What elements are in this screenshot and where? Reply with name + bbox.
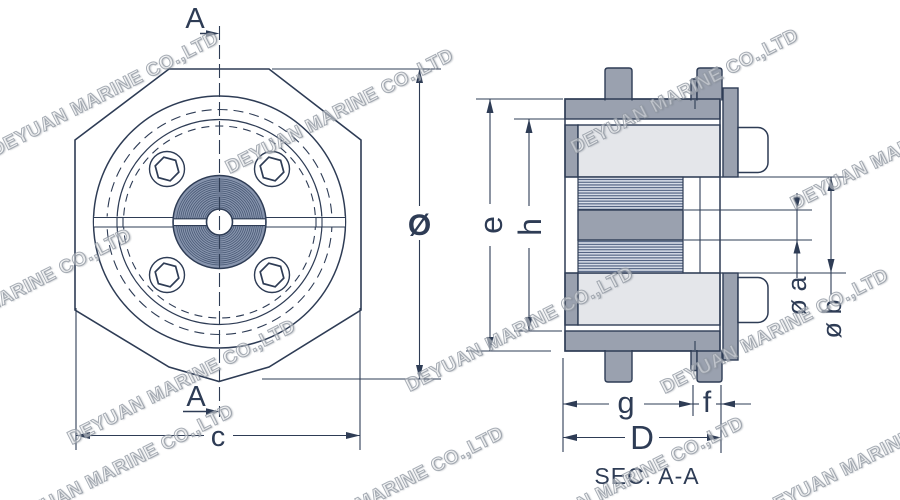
section-cut-bottom: A — [183, 381, 220, 415]
top-tab-right-step — [690, 78, 698, 101]
dim-outer-diameter: Ø — [262, 68, 441, 380]
dim-label-e: e — [473, 216, 509, 234]
top-tab-right — [696, 67, 723, 101]
body-outline — [564, 98, 721, 352]
body-top-band — [564, 98, 721, 120]
sleeve-lower — [577, 272, 721, 326]
dim-b: ø b — [738, 176, 847, 339]
bottom-tab-right-step — [690, 350, 698, 372]
dim-label-c: c — [211, 421, 226, 453]
dim-D: D — [563, 419, 721, 456]
bottom-tab-left — [604, 350, 633, 383]
octagon-flange-outline — [74, 68, 362, 383]
body-left-wall-upper — [564, 124, 579, 178]
dim-label-diameter: Ø — [408, 209, 431, 242]
mounting-flange-lower — [722, 272, 739, 361]
dim-label-f: f — [703, 386, 712, 419]
front-view: A A Ø — [74, 3, 441, 453]
dim-label-a: ø a — [782, 276, 812, 316]
dim-label-b: ø b — [817, 299, 847, 338]
bolt-hole — [255, 258, 290, 293]
mounting-flange-upper — [722, 87, 739, 178]
bolt-hole — [150, 152, 185, 187]
dim-across-flats-c: c — [75, 308, 361, 453]
thread-hatch-lower — [577, 239, 684, 274]
thread-hatch-upper — [577, 176, 684, 211]
top-tab-left — [604, 67, 633, 101]
stud-upper — [737, 126, 769, 174]
body-bottom-band — [564, 330, 721, 352]
dim-h: h — [512, 118, 566, 332]
bottom-tab-right — [696, 350, 723, 383]
section-label-a-bottom: A — [186, 381, 206, 413]
core-gland — [577, 209, 684, 241]
dim-label-D: D — [630, 419, 654, 456]
sleeve-upper — [577, 124, 721, 178]
section-view: e h ø a — [466, 67, 847, 489]
dim-label-g: g — [617, 385, 634, 420]
dim-f: f — [693, 385, 751, 453]
bolt-hole — [150, 258, 185, 293]
dim-a: ø a — [684, 193, 812, 316]
dim-g: g — [562, 358, 694, 452]
section-cut-top: A — [185, 3, 220, 37]
section-label-a-top: A — [185, 3, 205, 35]
dim-label-h: h — [512, 218, 548, 236]
body-left-wall-lower — [564, 272, 579, 326]
stud-lower — [737, 276, 769, 324]
dim-e: e — [466, 98, 563, 352]
bolt-hole — [255, 152, 290, 187]
section-view-title: SEC. A-A — [594, 463, 699, 489]
